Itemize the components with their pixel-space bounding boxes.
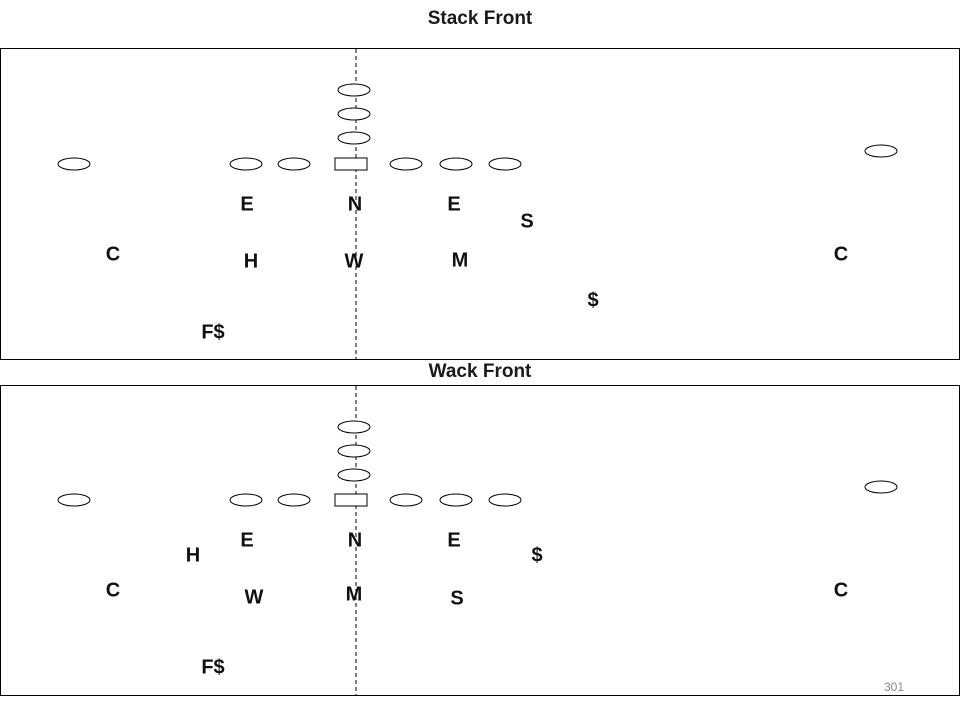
defender-h: H [243, 250, 259, 273]
offense-rg [389, 157, 423, 171]
offense-qb [337, 420, 371, 434]
defender-e-right: E [447, 193, 461, 216]
defender-dollar: $ [531, 544, 543, 567]
defender-w: W [244, 586, 264, 609]
defender-n: N [347, 529, 363, 552]
defender-c-left: C [105, 579, 121, 602]
offense-formation-stack [57, 49, 898, 359]
defender-m: M [451, 249, 469, 272]
defender-f-dollar: F$ [201, 656, 225, 679]
offense-qb [337, 83, 371, 97]
defender-f-dollar: F$ [201, 321, 225, 344]
offense-center [334, 157, 368, 171]
defender-e-left: E [240, 529, 254, 552]
defender-s: S [520, 210, 534, 233]
offense-te [488, 493, 522, 507]
offense-rt [439, 493, 473, 507]
defender-s: S [450, 587, 464, 610]
defender-m: M [345, 583, 363, 606]
defender-e-right: E [447, 529, 461, 552]
offense-rt [439, 157, 473, 171]
offense-formation-wack [57, 386, 898, 695]
defender-dollar: $ [587, 289, 599, 312]
offense-tb [337, 131, 371, 145]
offense-lg [277, 157, 311, 171]
diagram-title-wack-front: Wack Front [428, 361, 532, 382]
defender-n: N [347, 193, 363, 216]
offense-wr-right [864, 480, 898, 494]
offense-rg [389, 493, 423, 507]
defender-w: W [344, 250, 364, 273]
defender-c-right: C [833, 243, 849, 266]
diagram-title-stack-front: Stack Front [427, 8, 533, 29]
offense-wr-right [864, 144, 898, 158]
offense-lt [229, 157, 263, 171]
offense-tb [337, 468, 371, 482]
defender-h: H [185, 544, 201, 567]
offense-te [488, 157, 522, 171]
defender-c-right: C [833, 579, 849, 602]
offense-wr-left [57, 157, 91, 171]
formation-panel-stack: E N E S C H W M C $ F$ [0, 48, 960, 360]
offense-lg [277, 493, 311, 507]
formation-panel-wack: E N E H $ C W M S C F$ [0, 385, 960, 696]
page-number: 301 [883, 680, 904, 694]
offense-wr-left [57, 493, 91, 507]
offense-lt [229, 493, 263, 507]
offense-fb [337, 444, 371, 458]
offense-center [334, 493, 368, 507]
defender-c-left: C [105, 243, 121, 266]
offense-fb [337, 107, 371, 121]
defender-e-left: E [240, 193, 254, 216]
